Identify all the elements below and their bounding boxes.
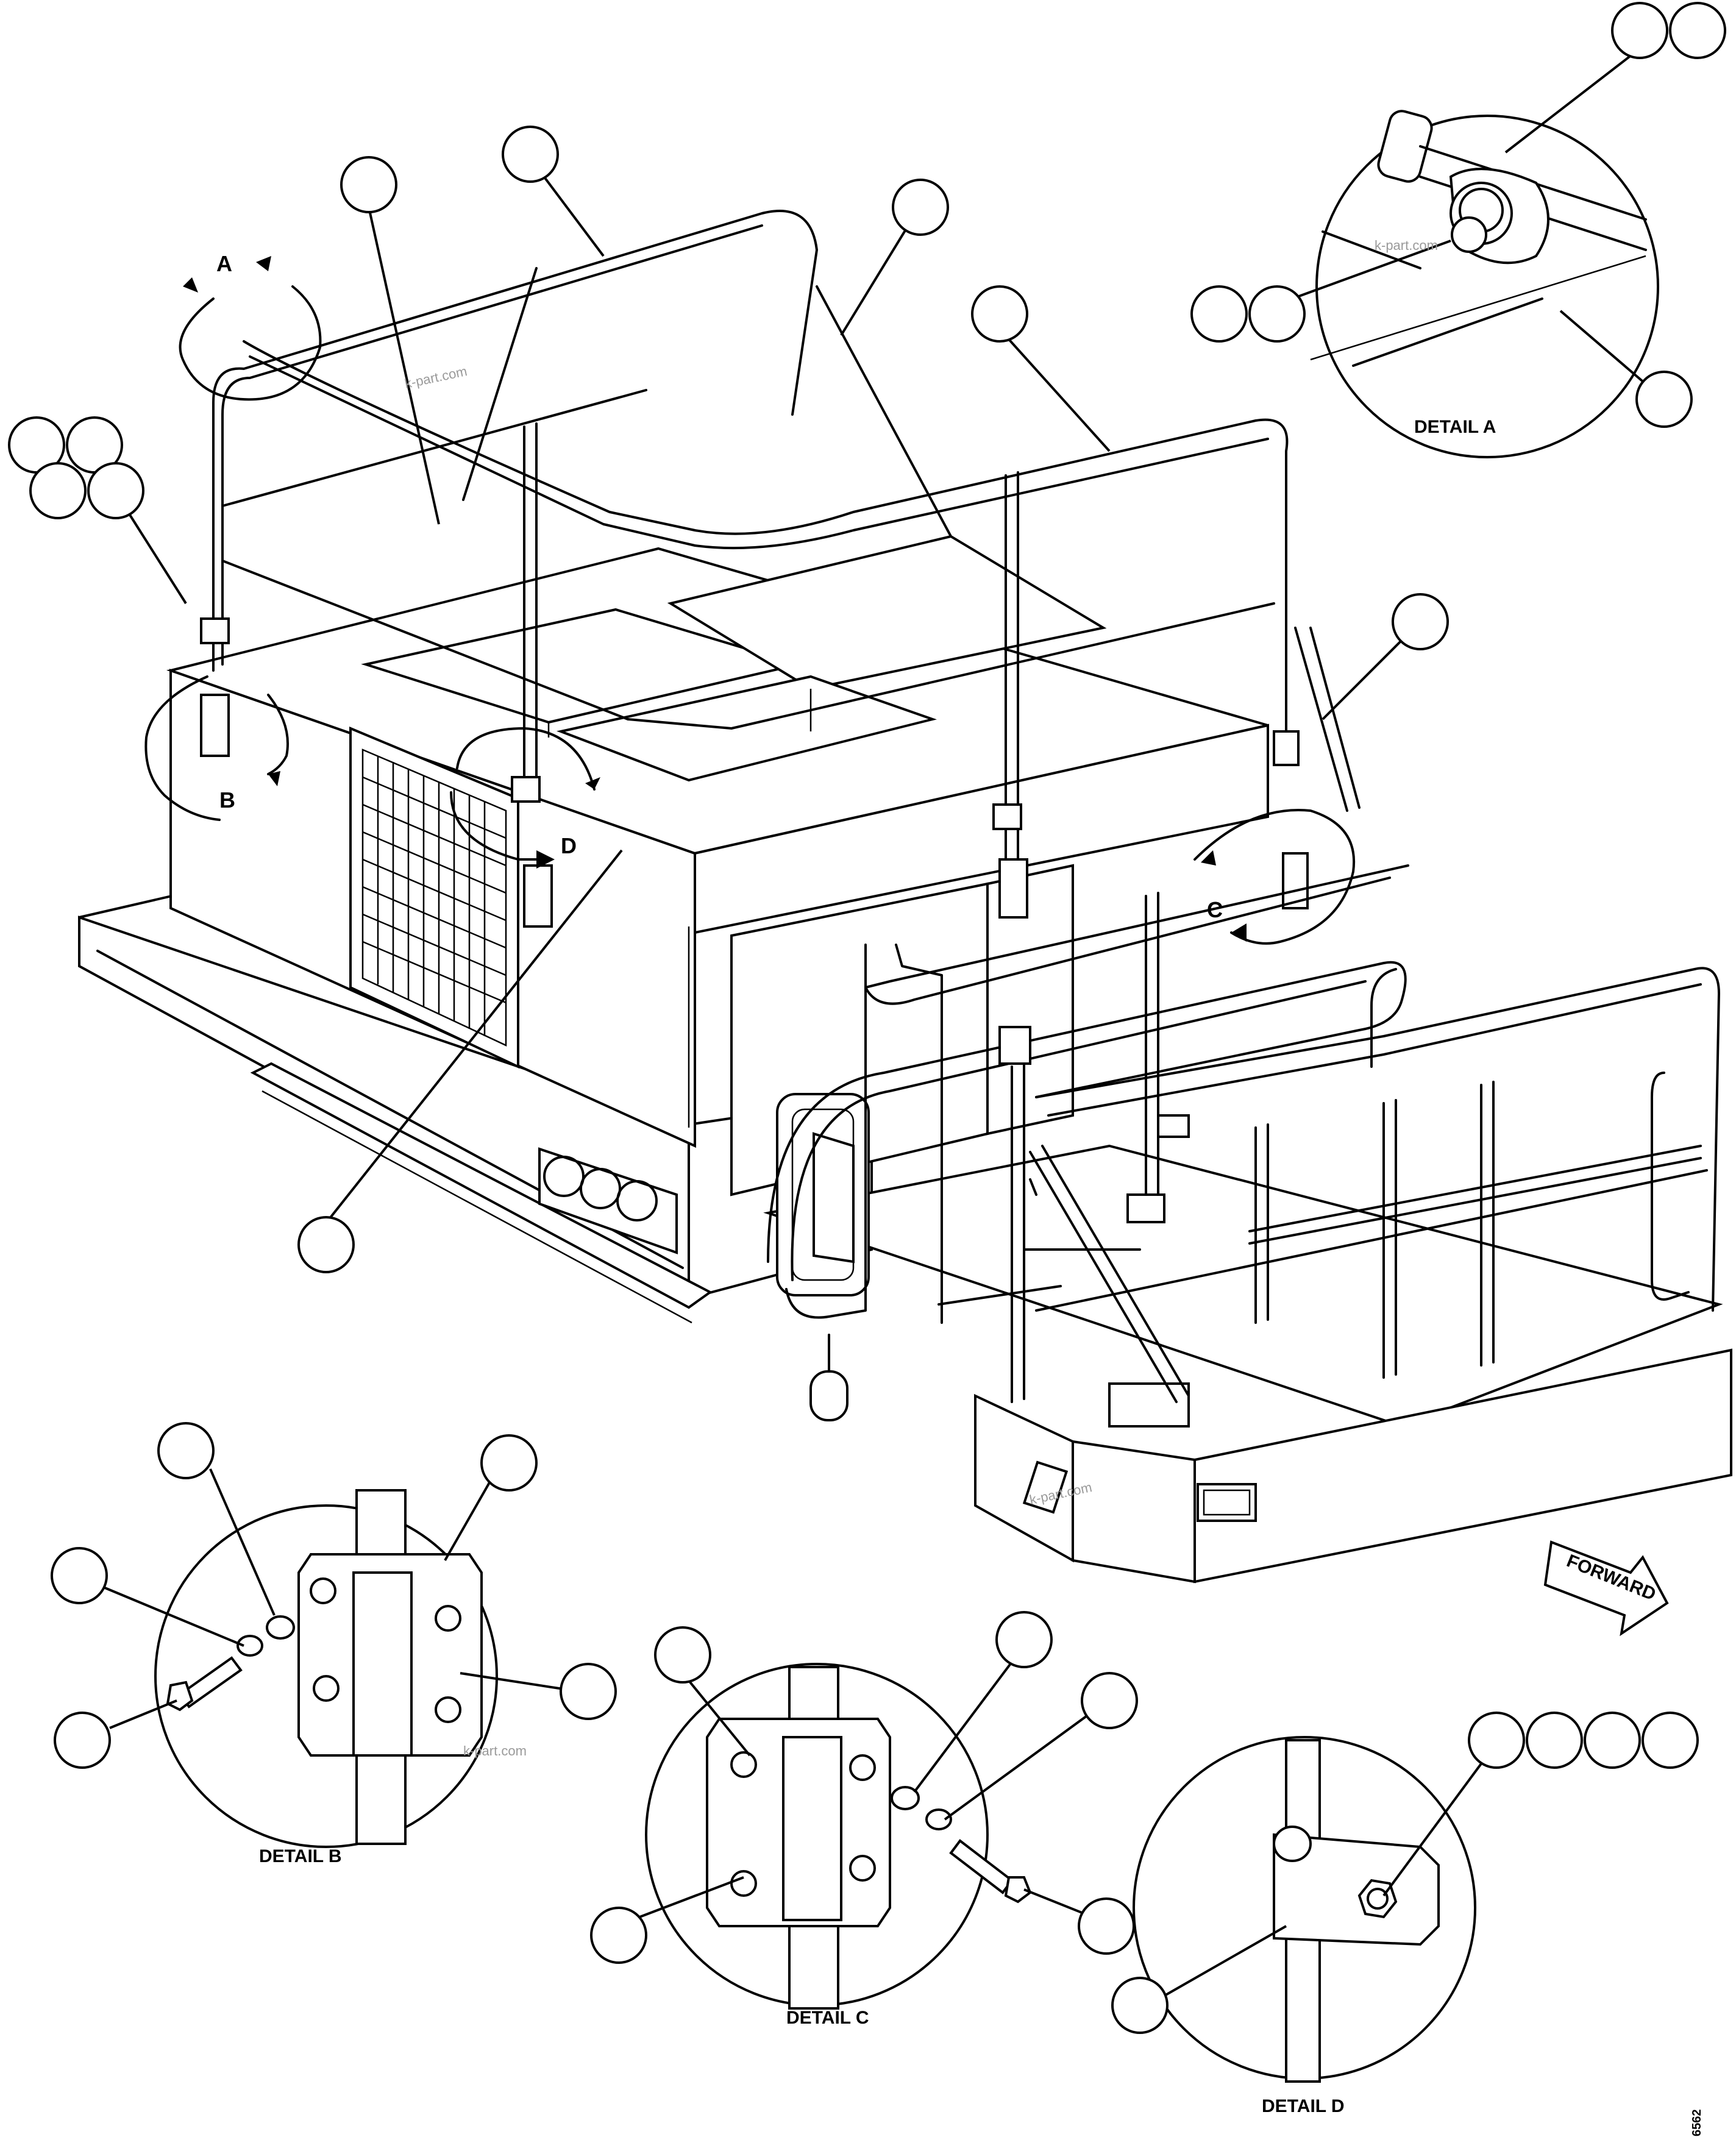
detail-b: k-part.com DETAIL B xyxy=(51,1422,617,1866)
detail-c-label: DETAIL C xyxy=(786,2008,869,2028)
main-unit-drawing xyxy=(78,210,1732,1584)
callout-bubble xyxy=(340,156,397,213)
callout-bubble xyxy=(1642,1712,1699,1769)
callout-bubble xyxy=(971,285,1028,343)
callout-bubble xyxy=(590,1907,647,1964)
callout-bubble xyxy=(1468,1712,1525,1769)
callout-bubble xyxy=(1669,2,1726,59)
callout-bubble xyxy=(1526,1712,1583,1769)
view-letter-d: D xyxy=(561,833,577,858)
detail-d: DETAIL D xyxy=(1111,1712,1699,2116)
view-indicator-a: A xyxy=(179,251,322,401)
detail-a: k-part.com DETAIL A xyxy=(1190,2,1726,458)
main-callouts xyxy=(8,126,1449,1273)
detail-c: DETAIL C xyxy=(590,1611,1138,2028)
view-indicator-d: D xyxy=(450,727,600,869)
callout-bubble xyxy=(1392,593,1449,650)
callout-bubble xyxy=(297,1216,355,1273)
callout-bubble xyxy=(29,462,87,519)
callout-bubble xyxy=(995,1611,1053,1668)
callout-bubble xyxy=(157,1422,215,1479)
callout-bubble xyxy=(51,1547,108,1604)
callout-bubble xyxy=(87,462,144,519)
detail-a-label: DETAIL A xyxy=(1414,417,1496,437)
callout-bubble xyxy=(54,1712,111,1769)
callout-bubble xyxy=(1081,1672,1138,1729)
callout-bubble xyxy=(1111,1977,1169,2034)
callout-bubble xyxy=(654,1626,711,1684)
view-indicator-b: B xyxy=(144,675,289,821)
view-indicator-c: C xyxy=(1194,809,1356,945)
callout-bubble xyxy=(1635,371,1693,428)
figure-number: 6562 xyxy=(1690,2110,1704,2137)
callout-bubble xyxy=(502,126,559,183)
forward-arrow: FORWARD xyxy=(1543,1540,1669,1637)
view-letter-b: B xyxy=(219,788,235,812)
callout-bubble xyxy=(892,179,949,236)
detail-b-label: DETAIL B xyxy=(259,1846,342,1866)
callout-bubble xyxy=(1190,285,1248,343)
view-letter-c: C xyxy=(1207,897,1223,922)
watermark: k-part.com xyxy=(404,363,469,391)
callout-bubble xyxy=(1248,285,1306,343)
detail-d-label: DETAIL D xyxy=(1262,2096,1345,2116)
callout-bubble xyxy=(1611,2,1668,59)
watermark: k-part.com xyxy=(463,1743,527,1758)
callout-bubble xyxy=(1078,1897,1135,1955)
callout-bubble xyxy=(1584,1712,1641,1769)
callout-bubble xyxy=(480,1434,538,1492)
view-letter-a: A xyxy=(216,251,232,276)
callout-bubble xyxy=(560,1663,617,1720)
watermark: k-part.com xyxy=(1375,238,1438,253)
